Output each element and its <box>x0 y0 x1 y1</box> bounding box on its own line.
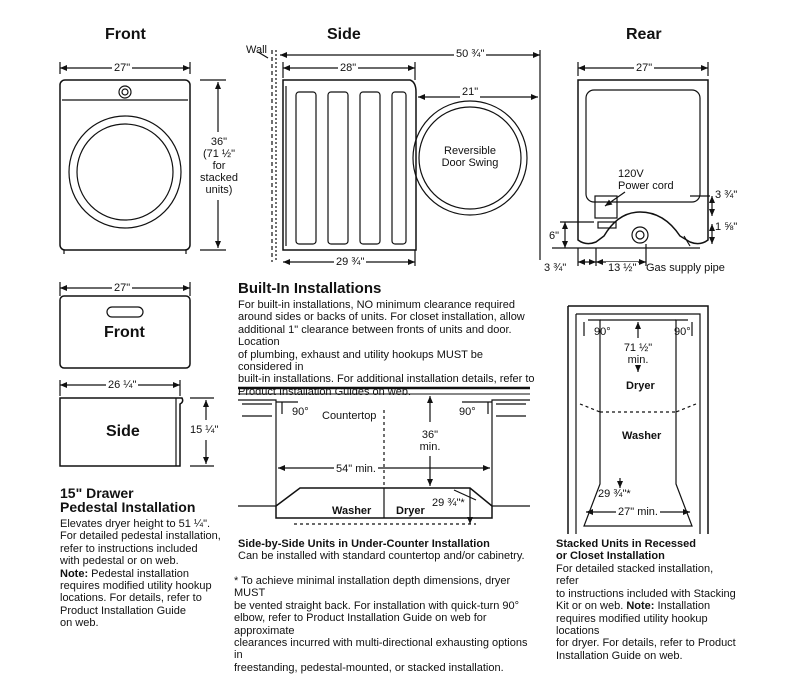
sbs-caption: Side-by-Side Units in Under-Counter Inst… <box>238 538 490 550</box>
stacked-dryer-label: Dryer <box>626 380 655 392</box>
power-cord-label: 120V Power cord <box>618 168 674 192</box>
built-in-heading: Built-In Installations <box>238 280 382 297</box>
stacked-washer-label: Washer <box>622 430 662 442</box>
rear-dim-6: 6" <box>549 230 560 242</box>
front-view-drawing <box>59 62 226 254</box>
sbs-caption-body: Can be installed with standard counterto… <box>238 550 525 562</box>
sbs-countertop-label: Countertop <box>322 410 377 422</box>
side-base-depth-label: 29 ¾" <box>334 256 367 268</box>
door-swing-circle <box>412 100 528 216</box>
built-in-body: For built-in installations, NO minimum c… <box>238 299 535 398</box>
rear-view-title: Rear <box>626 26 662 43</box>
stacked-angle-right: 90° <box>674 326 691 338</box>
side-by-side-drawing <box>238 386 530 525</box>
stacked-width-label: 27" min. <box>616 506 660 518</box>
rear-dim-3-3-4-top: 3 ¾" <box>715 189 738 201</box>
side-width-label: 28" <box>338 62 359 74</box>
stacked-caption: Stacked Units in Recessed or Closet Inst… <box>556 538 697 562</box>
stacked-depth-label: 29 ¾"* <box>598 488 631 500</box>
sbs-washer-label: Washer <box>332 505 372 517</box>
gas-supply-pipe-label: Gas supply pipe <box>646 262 725 274</box>
pedestal-side-label: Side <box>106 423 140 440</box>
rear-width-label: 27" <box>634 62 655 74</box>
sbs-height-label: 36" min. <box>419 429 441 453</box>
side-view-title: Side <box>327 26 361 43</box>
front-dryer-body <box>59 79 191 251</box>
stacked-height-label: 71 ½" min. <box>623 342 653 366</box>
rear-dim-1-5-8: 1 ⅝" <box>715 221 738 233</box>
wall-label: Wall <box>246 44 267 56</box>
pedestal-front-width: 27" <box>112 282 133 294</box>
stacked-angle-left: 90° <box>594 326 611 338</box>
pedestal-side-height: 15 ¼" <box>190 424 219 436</box>
front-door-outer <box>68 115 182 229</box>
washer-dryer-units <box>275 487 493 519</box>
footnote: * To achieve minimal installation depth … <box>234 575 528 674</box>
pedestal-body: Elevates dryer height to 51 ¼". For deta… <box>60 518 221 630</box>
sbs-angle-right: 90° <box>459 406 476 418</box>
pedestal-heading: 15" Drawer Pedestal Installation <box>60 485 196 515</box>
rear-dim-3-3-4-bottom: 3 ¾" <box>544 262 567 274</box>
sbs-dryer-label: Dryer <box>396 505 425 517</box>
sbs-width-label: 54" min. <box>334 463 378 475</box>
front-width-label: 27" <box>112 62 133 74</box>
pedestal-side-width: 26 ¼" <box>106 379 139 391</box>
sbs-angle-left: 90° <box>292 406 309 418</box>
pedestal-side-drawing <box>59 380 214 467</box>
door-swing-label: Reversible Door Swing <box>441 145 499 169</box>
side-dryer-body <box>282 79 417 251</box>
front-height-label: 36" (71 ½" for stacked units) <box>200 136 238 196</box>
front-view-title: Front <box>105 26 146 43</box>
front-door-inner <box>76 123 174 221</box>
stacked-closet-drawing <box>567 305 709 534</box>
side-overall-depth-label: 50 ¾" <box>454 48 487 60</box>
rear-dim-13-1-2: 13 ½" <box>606 262 639 274</box>
power-cord-box <box>594 195 618 219</box>
door-depth-label: 21" <box>460 86 481 98</box>
stacked-caption-body: For detailed stacked installation, refer… <box>556 563 736 662</box>
sbs-depth-label: 29 ¾"* <box>432 497 465 509</box>
rear-view-drawing <box>552 62 715 266</box>
rear-dryer-body <box>577 79 709 245</box>
pedestal-front-label: Front <box>104 324 145 341</box>
